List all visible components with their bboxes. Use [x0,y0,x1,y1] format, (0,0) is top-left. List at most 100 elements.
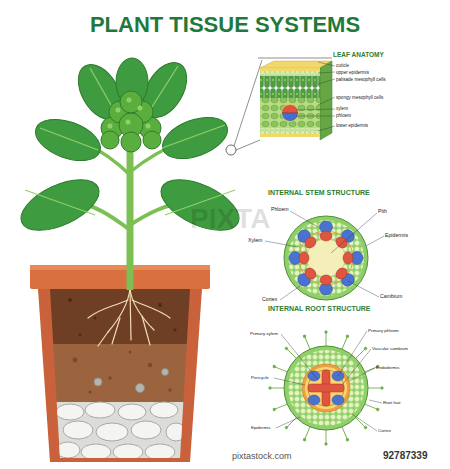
root-cross-section-part [355,347,367,359]
leaf-cross-section-part [260,76,320,98]
plant-pot-part-part-part [96,423,128,441]
plant-shoot-part-part [157,109,233,166]
plant-pot-part-part [40,402,210,462]
root-cross-section-part [341,335,349,350]
plant-shoot-part-part [120,91,142,113]
root-cross-section-part-part [342,349,371,385]
part-label: phloem [336,113,351,118]
plant-roots-part [130,289,131,340]
part-label: Epidermis [251,425,271,430]
plant-shoot [13,55,246,290]
leaf-cross-section-part [260,134,320,137]
plant-shoot-part-part [138,106,143,111]
leaf-cross-section-part-part [318,126,335,131]
part-label: Xylem [248,238,262,244]
plant-pot-part-part-part [79,334,82,337]
plant-shoot-part-part [143,131,161,149]
plant-shoot-part [101,91,161,152]
stem-cross-section-part-part [348,281,379,297]
plant-pot-part-part-part [162,369,169,376]
root-cross-section-part-part [332,395,344,405]
stem-cross-section-part [295,227,318,250]
diagram-title: PLANT TISSUE SYSTEMS [0,12,450,37]
plant-pot-part-part-part [56,404,84,420]
root-cross-section-part [368,387,383,389]
root-cross-section-part [308,371,344,405]
root-cross-section-part [303,426,311,441]
stem-cross-section-part [333,227,356,250]
root-cross-section [269,331,383,445]
watermark: 92787339 [383,450,428,462]
plant-shoot-part-part [127,98,132,103]
part-label: Epidermis [385,233,408,239]
plant-pot-part-part-part [148,363,152,367]
plant-pot-part-part-part [150,402,178,418]
plant-roots [88,289,170,346]
root-cross-section-part [305,367,347,409]
part-label: Primary xylem [250,331,278,336]
plant-pot-part [40,289,210,462]
plant-pot-part-part-part [94,378,102,386]
leaf-cross-section-part [260,68,320,71]
root-cross-section-part-part [326,332,327,346]
part-label: Root hair [383,400,401,405]
plant-pot-part-part-part [131,421,161,439]
leaf-cross-section-part-part [318,62,335,66]
part-label: cuticle [336,63,349,68]
zoom-leader-part [258,58,332,59]
stem-cross-section-part [289,252,309,265]
leaf-cross-section-part [260,98,320,128]
plant-shoot-part-part [25,190,95,215]
root-cross-section-part-part [281,334,318,380]
root-cross-section-part-part [308,371,320,381]
plant-pot-part [30,265,210,270]
stem-cross-section-part-part [280,286,300,300]
plant-pot-part-part-part [108,376,112,380]
part-label: Cortex [378,428,391,433]
plant-shoot-part [127,140,134,290]
root-cross-section-part-part [308,384,344,392]
plant-pot-part-part-part [129,351,132,354]
stem-cross-section-part [284,216,368,300]
plant-pot-part-part-part [113,444,143,460]
plant-pot-part-part-part [56,442,80,458]
root-cross-section-part-part [349,368,375,381]
plant-shoot-part-part [162,125,225,148]
root-cross-section-part-part [274,378,305,385]
leaf-cross-section-part-part [296,116,335,117]
plant-shoot-part [108,98,151,129]
plant-roots-part [108,289,130,332]
part-label: upper epidermis [336,70,369,75]
part-label: spongy mesophyll cells [336,95,383,100]
plant-pot-part-part-part [63,421,93,439]
stem-cross-section-part-part [366,236,384,246]
plant-pot-part-part [56,402,186,460]
root-cross-section-part [274,331,382,431]
plant-shoot-part-part [13,169,106,241]
root-cross-section-part [285,347,297,359]
plant-pot-part-part [68,298,177,336]
leaf-cross-section-part-part [318,72,335,73]
stem-cross-section-part [265,211,384,300]
plant-shoot-part-part [40,128,98,150]
watermark: PIXTA [190,203,270,235]
root-cross-section-part-part [369,400,382,403]
root-cross-section-part-part [338,331,367,376]
leaf-cross-section [260,61,335,140]
plant-shoot-part-part [101,131,119,149]
stem-cross-section-part-part [290,211,318,227]
plant-pot [30,265,210,462]
section-heading: LEAF ANATOMY [333,51,384,58]
part-label: Cambium [380,294,402,300]
part-label: Phloem [271,207,289,213]
root-cross-section-part [341,426,349,441]
root-cross-section-part [303,335,311,350]
plant-pot-part-part [73,351,172,394]
stem-cross-section-part [295,265,318,288]
plant-pot-part-part [40,289,210,344]
plant-pot-part-part-part [68,298,72,302]
part-label: Endodermis [376,365,399,370]
plant-roots-part [142,316,150,345]
plant-pot-part-part-part [166,423,186,441]
